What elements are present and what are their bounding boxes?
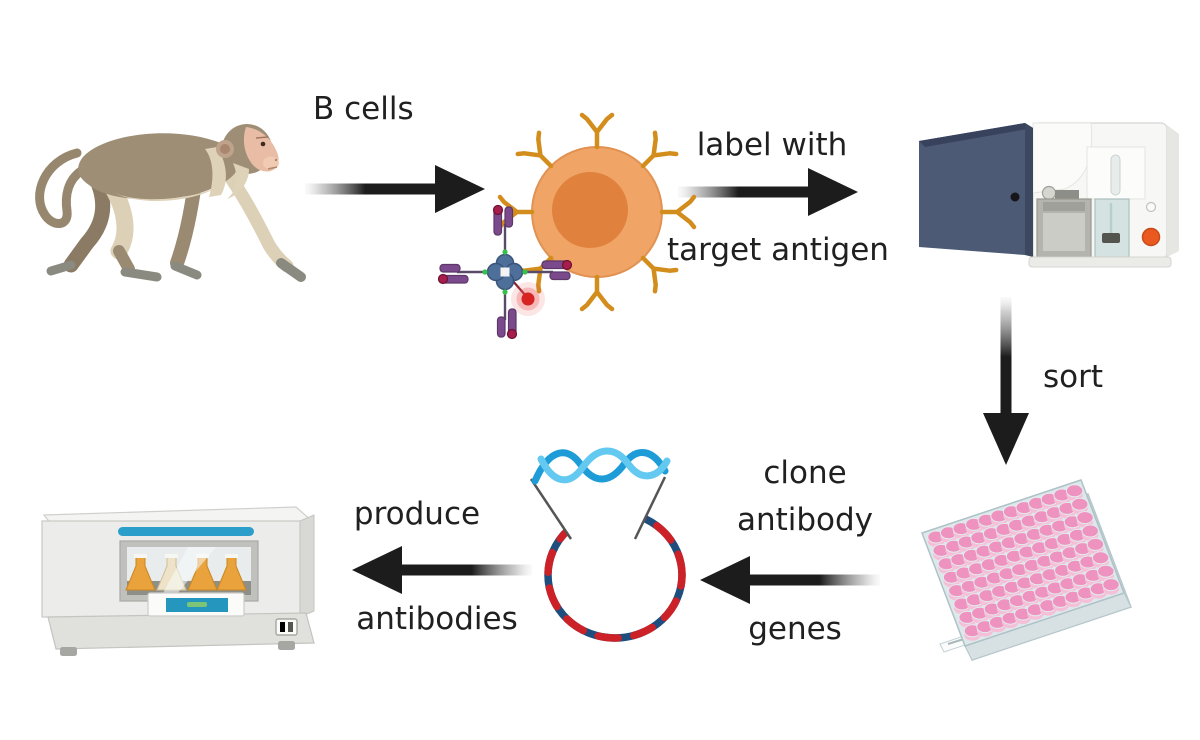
arrow-right-bcells bbox=[305, 165, 485, 213]
arrow-down-sort bbox=[983, 297, 1029, 465]
flow-cytometer-icon bbox=[919, 122, 1179, 268]
target-antigen-label: target antigen bbox=[667, 232, 889, 268]
clone-label-line3: genes bbox=[748, 611, 842, 647]
arrow-left-clone bbox=[700, 556, 880, 604]
antigen-tetramer-icon bbox=[437, 204, 573, 340]
monkey-icon bbox=[35, 124, 306, 282]
sort-label: sort bbox=[1043, 359, 1104, 395]
well-grid bbox=[927, 484, 1120, 641]
label-with-label: label with bbox=[696, 127, 848, 163]
clone-label-line2: antibody bbox=[736, 502, 874, 538]
plasmid-icon bbox=[529, 447, 686, 642]
produce-label-line2: antibodies bbox=[356, 601, 518, 637]
well-plate-icon bbox=[921, 479, 1132, 661]
arrow-right-label bbox=[678, 168, 858, 216]
arrow-left-produce bbox=[352, 546, 532, 594]
clone-label-line1: clone bbox=[763, 455, 847, 491]
b-cells-label: B cells bbox=[313, 91, 414, 127]
incubator-icon bbox=[41, 506, 315, 656]
produce-label-line1: produce bbox=[353, 496, 481, 532]
b-cell-icon bbox=[497, 112, 697, 312]
